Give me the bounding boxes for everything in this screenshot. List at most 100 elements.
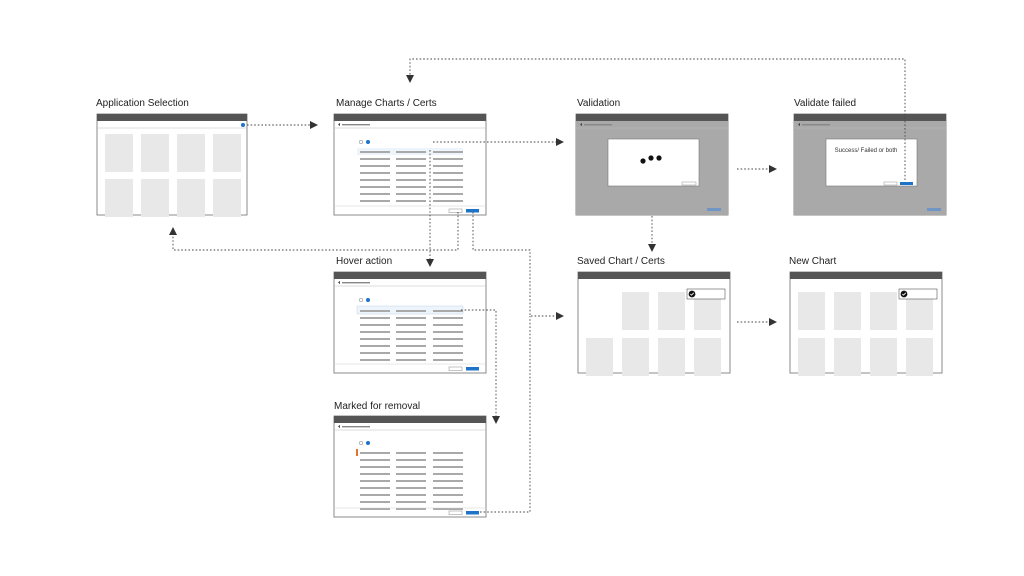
chevron-left-icon <box>580 122 582 127</box>
table-row <box>396 352 426 354</box>
window-titlebar <box>578 272 730 279</box>
breadcrumb-line <box>802 124 830 126</box>
table-row <box>360 345 390 347</box>
table-row <box>360 172 390 174</box>
table-row <box>396 324 426 326</box>
app-tile <box>213 134 241 172</box>
table-row <box>360 487 390 489</box>
screen-application-selection <box>96 113 248 217</box>
table-row <box>396 193 426 195</box>
window-titlebar <box>790 272 942 279</box>
table-row <box>396 200 426 202</box>
table-row <box>396 310 426 312</box>
table-row <box>433 331 463 333</box>
screen-validation <box>575 113 729 216</box>
table-row <box>360 158 390 160</box>
screen-validate-failed <box>793 113 947 216</box>
title-new-chart: New Chart <box>789 256 836 267</box>
table-row <box>360 338 390 340</box>
table-row <box>360 186 390 188</box>
table-row <box>433 179 463 181</box>
table-row <box>433 338 463 340</box>
connector-cancel-to-app <box>169 212 459 251</box>
radio-icon <box>358 139 364 145</box>
chevron-left-icon <box>338 280 340 285</box>
window-titlebar <box>794 114 946 121</box>
check-mark <box>902 292 907 296</box>
check-circle-icon <box>900 290 908 298</box>
table-row <box>396 494 426 496</box>
table-row <box>360 452 390 454</box>
radio-icon <box>358 440 364 446</box>
app-tile <box>177 134 205 172</box>
cancel-button <box>448 510 463 515</box>
confirmation-card <box>898 288 938 300</box>
chevron-left-icon <box>338 122 340 127</box>
table-row <box>360 331 390 333</box>
title-saved-chart: Saved Chart / Certs <box>577 256 665 267</box>
table-row <box>360 179 390 181</box>
window-titlebar <box>334 272 486 279</box>
table-row <box>433 151 463 153</box>
app-tile <box>213 179 241 217</box>
save-button-dimmed <box>927 208 941 211</box>
app-tile <box>834 292 861 330</box>
screen-hover-action <box>333 271 487 374</box>
app-tile <box>798 338 825 376</box>
connector-save-to-saved <box>472 212 564 320</box>
title-manage-charts: Manage Charts / Certs <box>336 98 437 109</box>
title-validate-failed: Validate failed <box>794 98 856 109</box>
confirmation-card <box>686 288 726 300</box>
app-tile <box>105 134 133 172</box>
window-titlebar <box>576 114 728 121</box>
save-button-dimmed <box>707 208 721 211</box>
table-row <box>433 459 463 461</box>
save-button <box>466 367 479 371</box>
table-row <box>360 352 390 354</box>
title-application-selection: Application Selection <box>96 98 189 109</box>
screen-marked-for-removal <box>333 415 487 518</box>
table-row <box>396 158 426 160</box>
table-row <box>396 172 426 174</box>
app-tile <box>658 338 685 376</box>
result-dialog <box>825 138 918 187</box>
cancel-button <box>448 208 463 213</box>
table-row <box>360 317 390 319</box>
table-row <box>396 466 426 468</box>
table-row <box>396 452 426 454</box>
table-row <box>396 179 426 181</box>
radio-icon <box>366 441 370 445</box>
table-row <box>396 473 426 475</box>
table-row <box>433 501 463 503</box>
table-row <box>433 186 463 188</box>
chevron-left-icon <box>798 122 800 127</box>
cancel-button <box>448 366 463 371</box>
table-row <box>396 186 426 188</box>
app-tile <box>622 338 649 376</box>
table-row <box>360 459 390 461</box>
table-row <box>360 466 390 468</box>
dialog-message: Success/ Failed or both <box>835 148 898 154</box>
table-row <box>396 151 426 153</box>
table-row <box>396 331 426 333</box>
breadcrumb-line <box>584 124 612 126</box>
table-row <box>433 352 463 354</box>
breadcrumb-line <box>342 426 370 428</box>
table-row <box>360 480 390 482</box>
app-tile <box>834 338 861 376</box>
app-tile <box>906 338 933 376</box>
table-row <box>433 487 463 489</box>
table-row <box>433 165 463 167</box>
app-tile <box>586 338 613 376</box>
loading-dialog <box>607 138 700 187</box>
table-row <box>360 501 390 503</box>
save-button <box>466 511 479 515</box>
table-row <box>396 317 426 319</box>
radio-icon <box>366 140 370 144</box>
table-row <box>433 508 463 510</box>
app-tile <box>177 179 205 217</box>
table-row <box>433 310 463 312</box>
window-titlebar <box>334 114 486 121</box>
check-circle-icon <box>688 290 696 298</box>
